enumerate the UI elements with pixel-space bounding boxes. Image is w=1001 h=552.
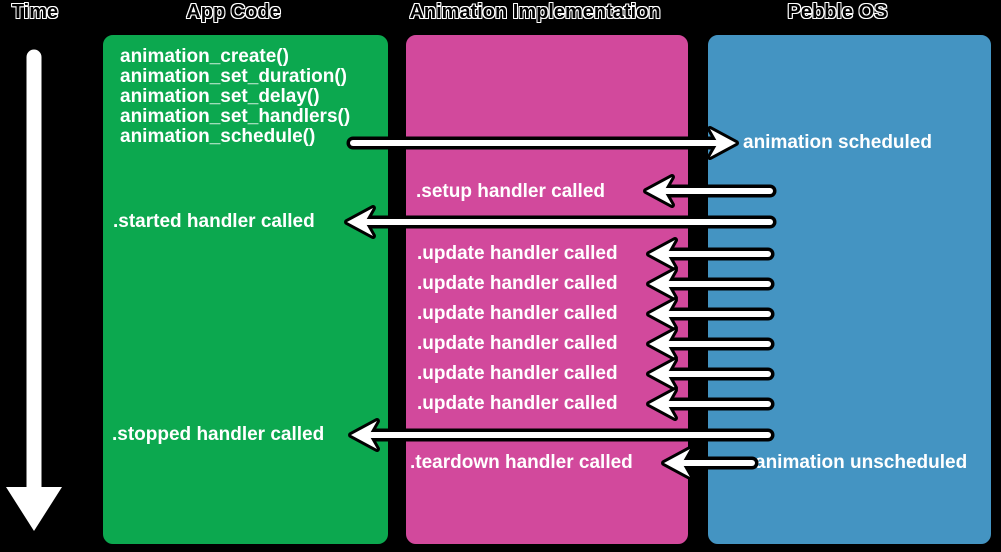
column-title-pebble-os: Pebble OS [787,1,888,23]
app-code-function: animation_schedule() [120,126,316,147]
started-handler-label: .started handler called [113,211,315,232]
time-axis-label: Time [11,1,59,23]
teardown-handler-label: .teardown handler called [410,452,633,473]
time-arrow [2,46,66,535]
column-title-animation-implementation: Animation Implementation [409,1,661,23]
animation-unscheduled-label: animation unscheduled [755,452,968,473]
animation-scheduled-label: animation scheduled [743,132,932,153]
app-code-function: animation_set_duration() [120,66,347,87]
column-box-app-code [99,31,392,548]
update-handler-label-3: .update handler called [417,303,618,324]
update-handler-label-4: .update handler called [417,333,618,354]
app-code-function: animation_set_handlers() [120,106,351,127]
column-box-animation-implementation [402,31,692,548]
app-code-function: animation_set_delay() [120,86,320,107]
update-handler-label-6: .update handler called [417,393,618,414]
stopped-handler-label: .stopped handler called [112,424,325,445]
app-code-function-list: animation_create()animation_set_duration… [120,47,350,147]
column-title-app-code: App Code [186,1,281,23]
setup-handler-label: .setup handler called [416,181,605,202]
update-handler-label-1: .update handler called [417,243,618,264]
app-code-function: animation_create() [120,46,289,67]
update-handler-label-2: .update handler called [417,273,618,294]
update-handler-label-5: .update handler called [417,363,618,384]
